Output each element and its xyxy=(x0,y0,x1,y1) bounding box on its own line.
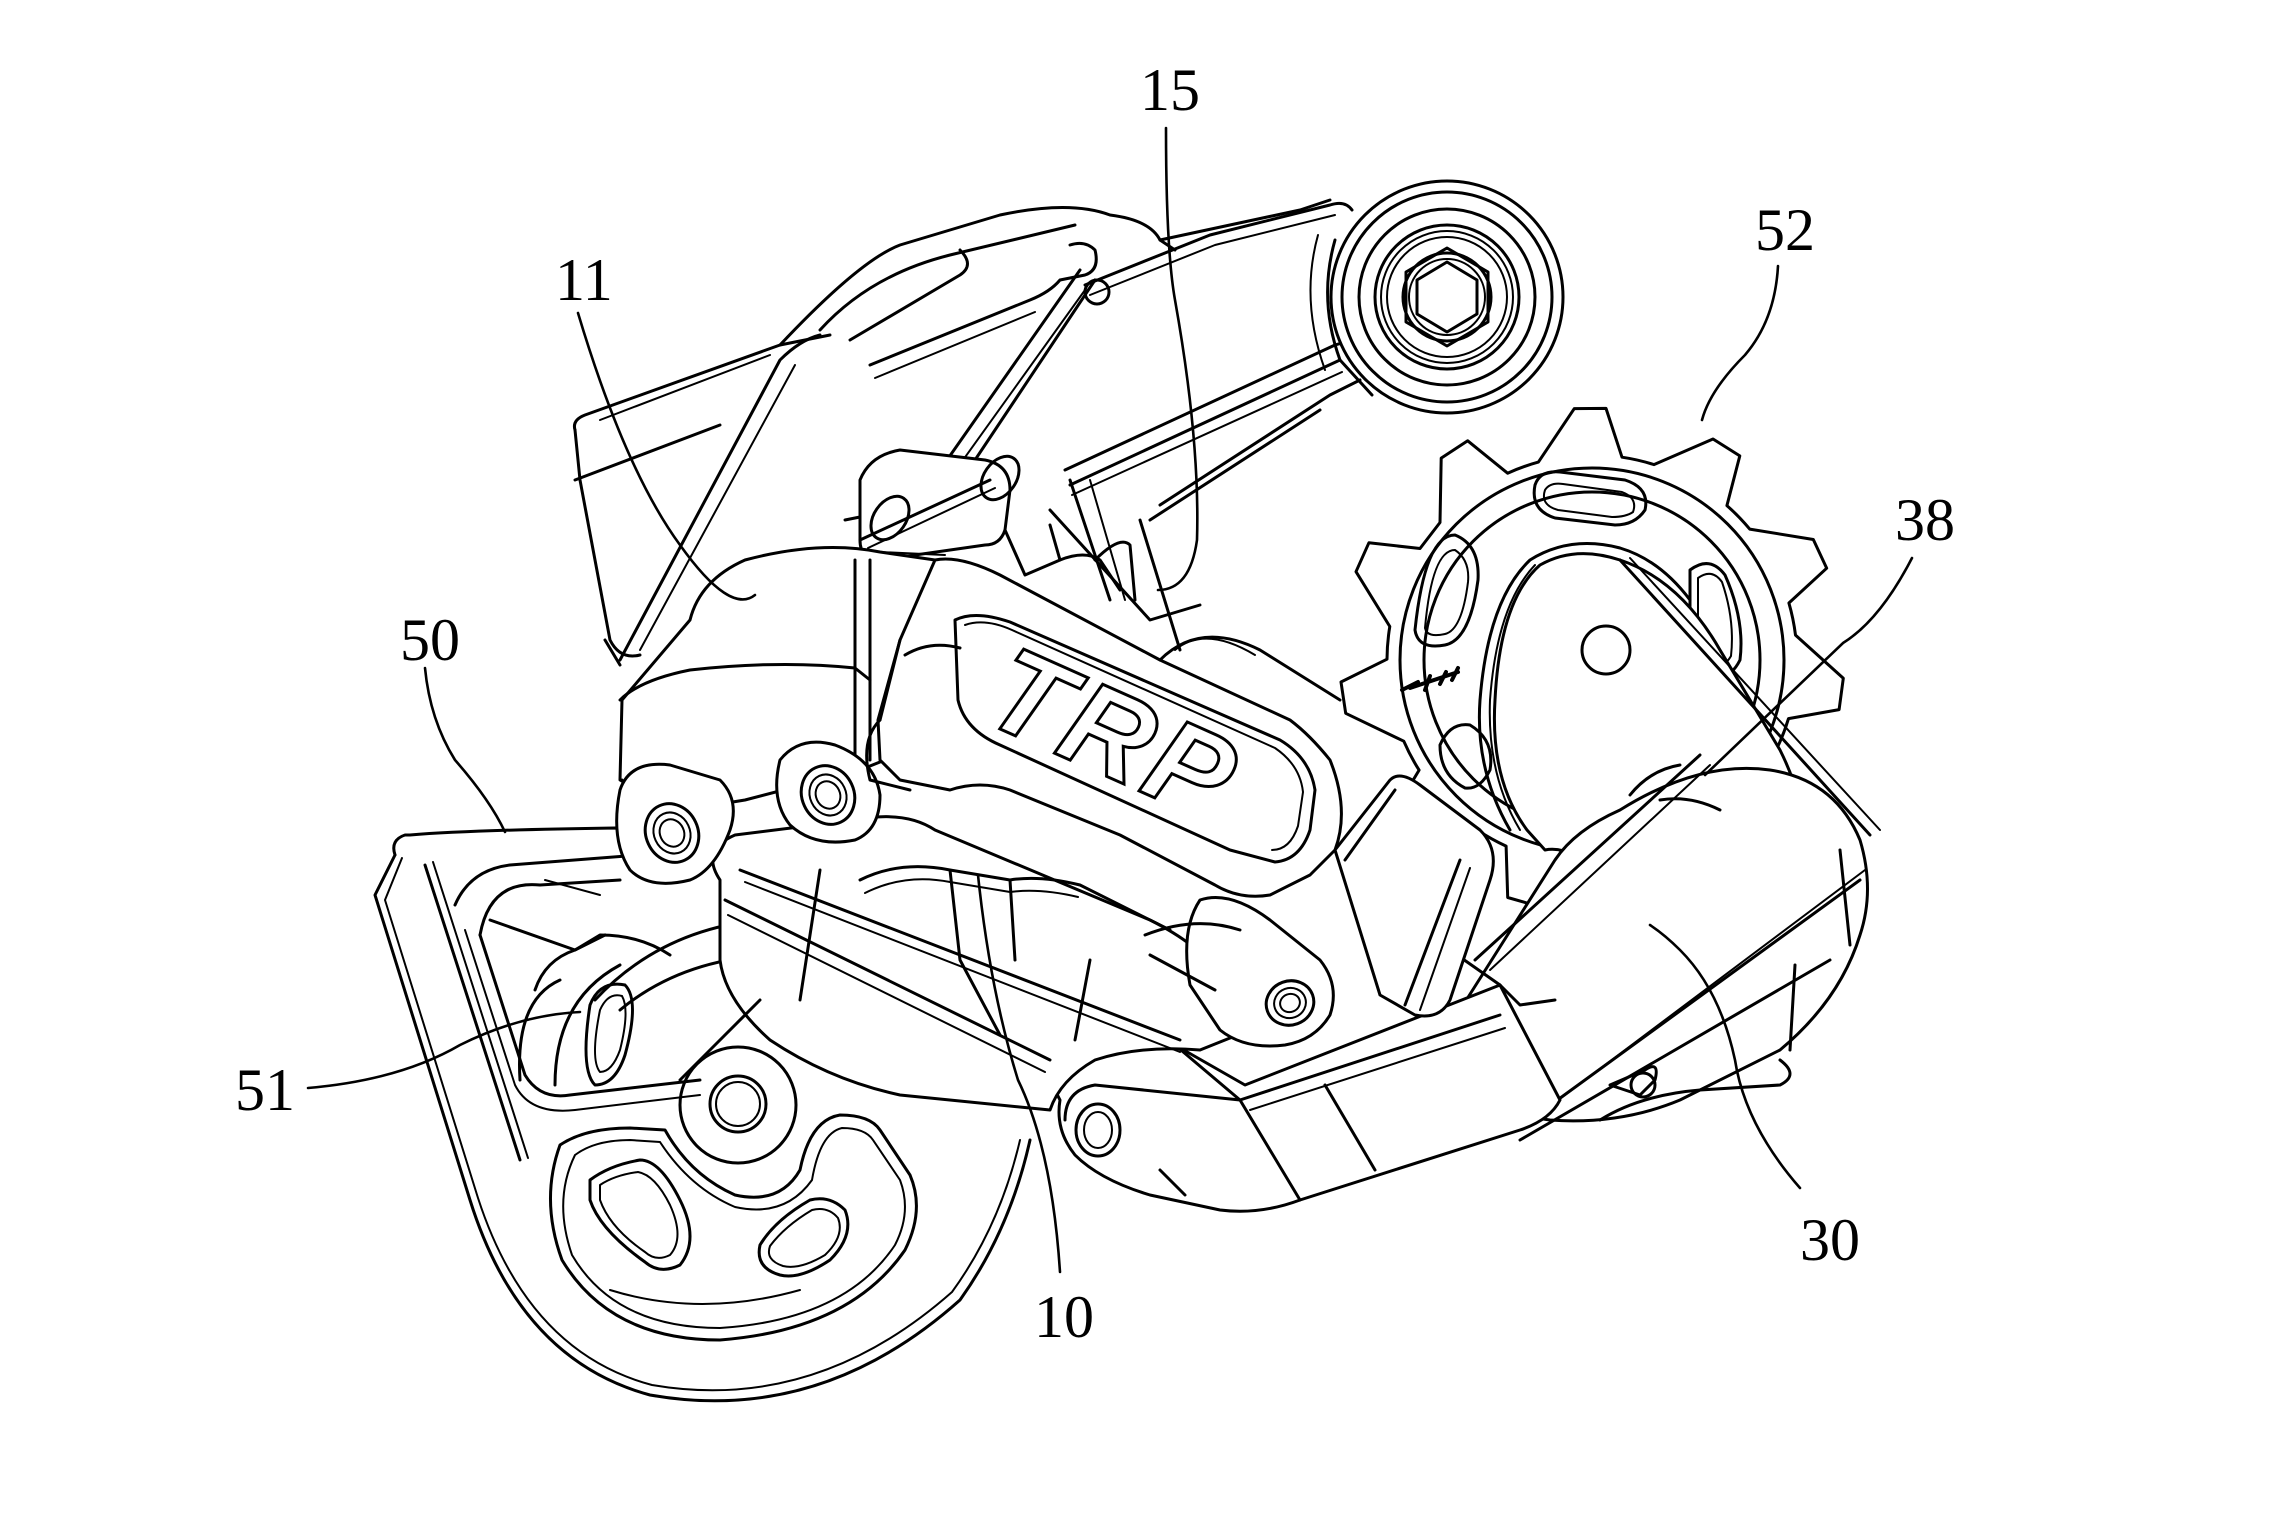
leader-50 xyxy=(423,666,507,834)
upper-bolt-assembly xyxy=(1309,179,1565,415)
ref-label-11: 11 xyxy=(555,247,613,313)
script-mark-icon xyxy=(1400,666,1460,692)
ref-label-38: 38 xyxy=(1895,487,1955,553)
leader-30 xyxy=(1648,923,1802,1190)
leader-51 xyxy=(306,1010,582,1090)
linkage-arms xyxy=(778,198,1362,652)
movable-member xyxy=(1418,753,1869,1142)
leader-10 xyxy=(976,873,1062,1274)
linkage-cover: TRP xyxy=(865,557,1495,1048)
cage-pulley-hub xyxy=(678,1045,798,1165)
ref-label-51: 51 xyxy=(235,1057,295,1123)
leader-38 xyxy=(1703,556,1914,777)
leader-15 xyxy=(1156,126,1199,592)
ref-label-30: 30 xyxy=(1800,1207,1860,1273)
lower-pulley-plate xyxy=(548,1113,918,1342)
ref-label-15: 15 xyxy=(1140,57,1200,123)
ref-label-10: 10 xyxy=(1034,1284,1094,1350)
chain-cage xyxy=(373,826,1032,1403)
leader-11 xyxy=(576,311,757,601)
reference-numerals: 10 11 15 30 38 50 51 52 xyxy=(235,57,1955,1350)
ref-label-52: 52 xyxy=(1755,197,1815,263)
leader-52 xyxy=(1700,264,1780,422)
base-knuckle xyxy=(615,546,946,885)
mounting-bracket xyxy=(573,333,832,667)
ref-label-50: 50 xyxy=(400,607,460,673)
leader-lines xyxy=(306,126,1914,1274)
